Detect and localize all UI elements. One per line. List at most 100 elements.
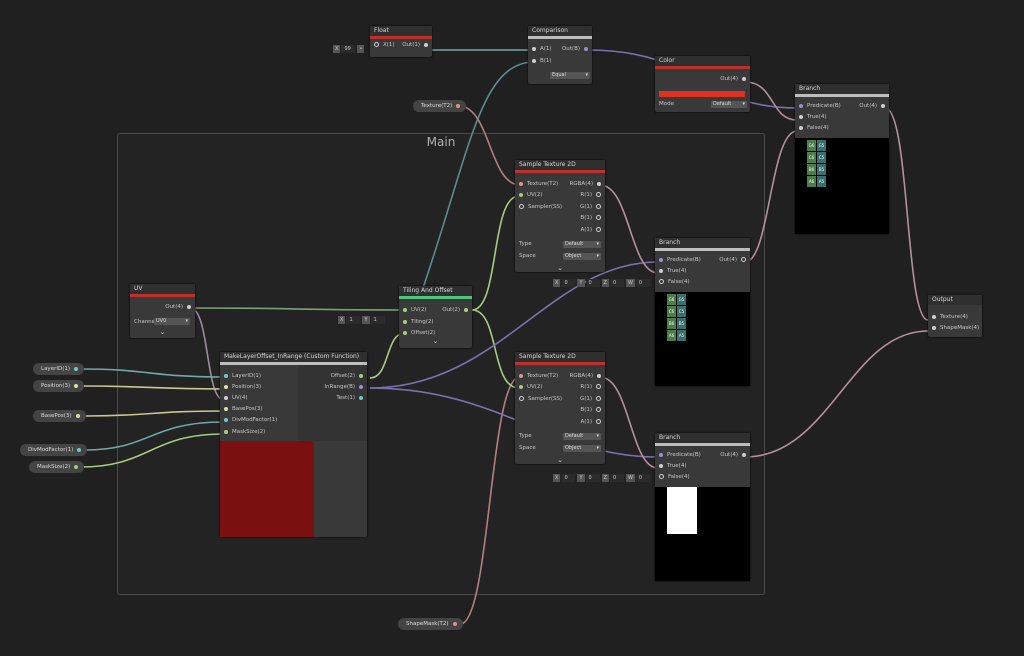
port-uv[interactable]: UV(2) [519,384,543,390]
port-predicate[interactable]: Predicate(B) [659,257,701,263]
port-true[interactable]: True(4) [799,114,826,120]
port-shapemask[interactable]: ShapeMask(4) [932,325,979,331]
port-texture[interactable]: Texture(T2) [519,181,558,187]
tiling-offset-node[interactable]: Tiling And Offset UV(2) Tiling(2) Offset… [399,286,472,348]
port-dot-icon [881,103,885,108]
output-node[interactable]: Output Texture(4) ShapeMask(4) [928,295,982,337]
port-out[interactable]: Out(2) [442,307,468,313]
port-r[interactable]: R(1) [580,192,601,198]
wire-sample1-branchmid [599,184,659,274]
property-divmodfactor[interactable]: DivModFactor(1) [20,444,88,456]
color-node[interactable]: Color Out(4) Mode Default ▾ [655,56,750,112]
collapse-chevron-icon[interactable]: ⌄ [159,328,166,336]
type-select[interactable]: Default ▾ [563,241,601,248]
comparison-mode-select[interactable]: Equal ▾ [550,72,590,79]
port-uv[interactable]: UV(2) [519,192,543,198]
port-dot-icon [403,319,407,324]
port-dot-icon [596,204,601,209]
port-texture[interactable]: Texture(T2) [519,373,558,379]
port-dot-icon [596,215,601,220]
property-basepos[interactable]: BasePos(3) [33,410,86,422]
uv-node[interactable]: UV Out(4) Channe UV0 ▾ ⌄ [130,284,195,338]
port-out[interactable]: Out(B) [562,46,588,52]
port-x[interactable]: X(1) [374,42,395,48]
color-swatch[interactable] [659,91,745,97]
property-position[interactable]: Position(3) [33,380,85,392]
port-tiling[interactable]: Tiling(2) [403,319,434,325]
port-false[interactable]: False(4) [659,474,690,480]
collapse-chevron-icon[interactable]: ⌄ [557,456,563,464]
color-mode-select[interactable]: Default ▾ [711,101,747,108]
port-b[interactable]: B(1) [580,407,601,413]
port-uv[interactable]: UV(2) [403,307,427,313]
port-position[interactable]: Position(3) [224,384,261,390]
port-dot-icon [452,621,457,626]
port-dot-icon [597,373,601,378]
port-b[interactable]: B(1) [580,215,601,221]
port-a[interactable]: A(1) [580,227,601,233]
port-r[interactable]: R(1) [580,384,601,390]
port-false[interactable]: False(4) [659,279,690,285]
port-g[interactable]: G(1) [580,396,601,402]
port-offset-out[interactable]: Offset(2) [331,373,363,379]
property-texture[interactable]: Texture(T2) [413,100,467,112]
sample-texture-node-2[interactable]: Sample Texture 2D Texture(T2) UV(2) Samp… [515,352,605,464]
port-out[interactable]: Out(4) [719,257,746,263]
port-dot-icon [741,257,746,262]
port-basepos[interactable]: BasePos(3) [224,406,263,412]
port-g[interactable]: G(1) [580,204,601,210]
node-preview: G6 G5 C6 C5 B6 B5 A6 A5 [655,292,750,386]
port-predicate[interactable]: Predicate(B) [659,452,701,458]
branch-node-mid[interactable]: Branch Predicate(B) True(4) False(4) Out… [655,238,750,386]
port-sampler[interactable]: Sampler(SS) [519,396,562,402]
port-dot-icon [596,192,601,197]
port-sampler[interactable]: Sampler(SS) [519,204,562,210]
port-true[interactable]: True(4) [659,268,686,274]
port-false[interactable]: False(4) [799,125,829,131]
channel-select[interactable]: UV0 ▾ [154,318,190,325]
port-dot-icon [74,383,79,388]
port-out[interactable]: Out(4) [720,452,746,458]
port-true[interactable]: True(4) [659,463,686,469]
port-out[interactable]: Out(4) [165,304,191,310]
port-b[interactable]: B(1) [532,58,552,64]
comparison-node[interactable]: Comparison A(1) B(1) Out(B) Equal ▾ [528,26,592,84]
port-predicate[interactable]: Predicate(B) [799,103,841,109]
branch-node-bottom[interactable]: Branch Predicate(B) True(4) False(4) Out… [655,433,750,581]
port-masksize[interactable]: MaskSize(2) [224,429,265,435]
property-shapemask[interactable]: ShapeMask(T2) [398,618,463,630]
branch-node-top[interactable]: Branch Predicate(B) True(4) False(4) Out… [795,84,889,234]
port-out[interactable]: Out(1) [402,42,428,48]
port-layerid[interactable]: LayerID(1) [224,373,261,379]
sample-texture-node-1[interactable]: Sample Texture 2D Texture(T2) UV(2) Samp… [515,160,605,272]
type-select[interactable]: Default ▾ [563,433,601,440]
space-select[interactable]: Object ▾ [563,445,601,452]
port-uv[interactable]: UV(4) [224,395,248,401]
collapse-chevron-icon[interactable]: ⌄ [432,337,439,345]
space-select[interactable]: Object ▾ [563,253,601,260]
group-title: Main [426,135,456,149]
port-offset[interactable]: Offset(2) [403,330,435,336]
port-inrange-out[interactable]: InRange(B) [324,384,363,390]
port-rgba[interactable]: RGBA(4) [570,373,601,379]
port-test-out[interactable]: Test(1) [336,395,363,401]
port-divmod[interactable]: DivModFactor(1) [224,417,277,423]
wire-branchmid-branchtop [744,130,798,263]
float-node[interactable]: Float X(1) Out(1) [370,26,432,57]
port-a[interactable]: A(1) [580,419,601,425]
property-masksize[interactable]: MaskSize(2) [29,461,85,473]
port-rgba[interactable]: RGBA(4) [570,181,601,187]
port-out[interactable]: Out(4) [720,76,746,82]
property-layerid[interactable]: LayerID(1) [33,363,84,375]
node-title: Branch [655,433,750,443]
port-texture[interactable]: Texture(4) [932,314,968,320]
custom-function-node[interactable]: MakeLayerOffset_InRange (Custom Function… [220,352,367,537]
collapse-chevron-icon[interactable]: ⌄ [557,264,563,272]
port-out[interactable]: Out(4) [859,103,885,109]
port-a[interactable]: A(1) [532,46,552,52]
